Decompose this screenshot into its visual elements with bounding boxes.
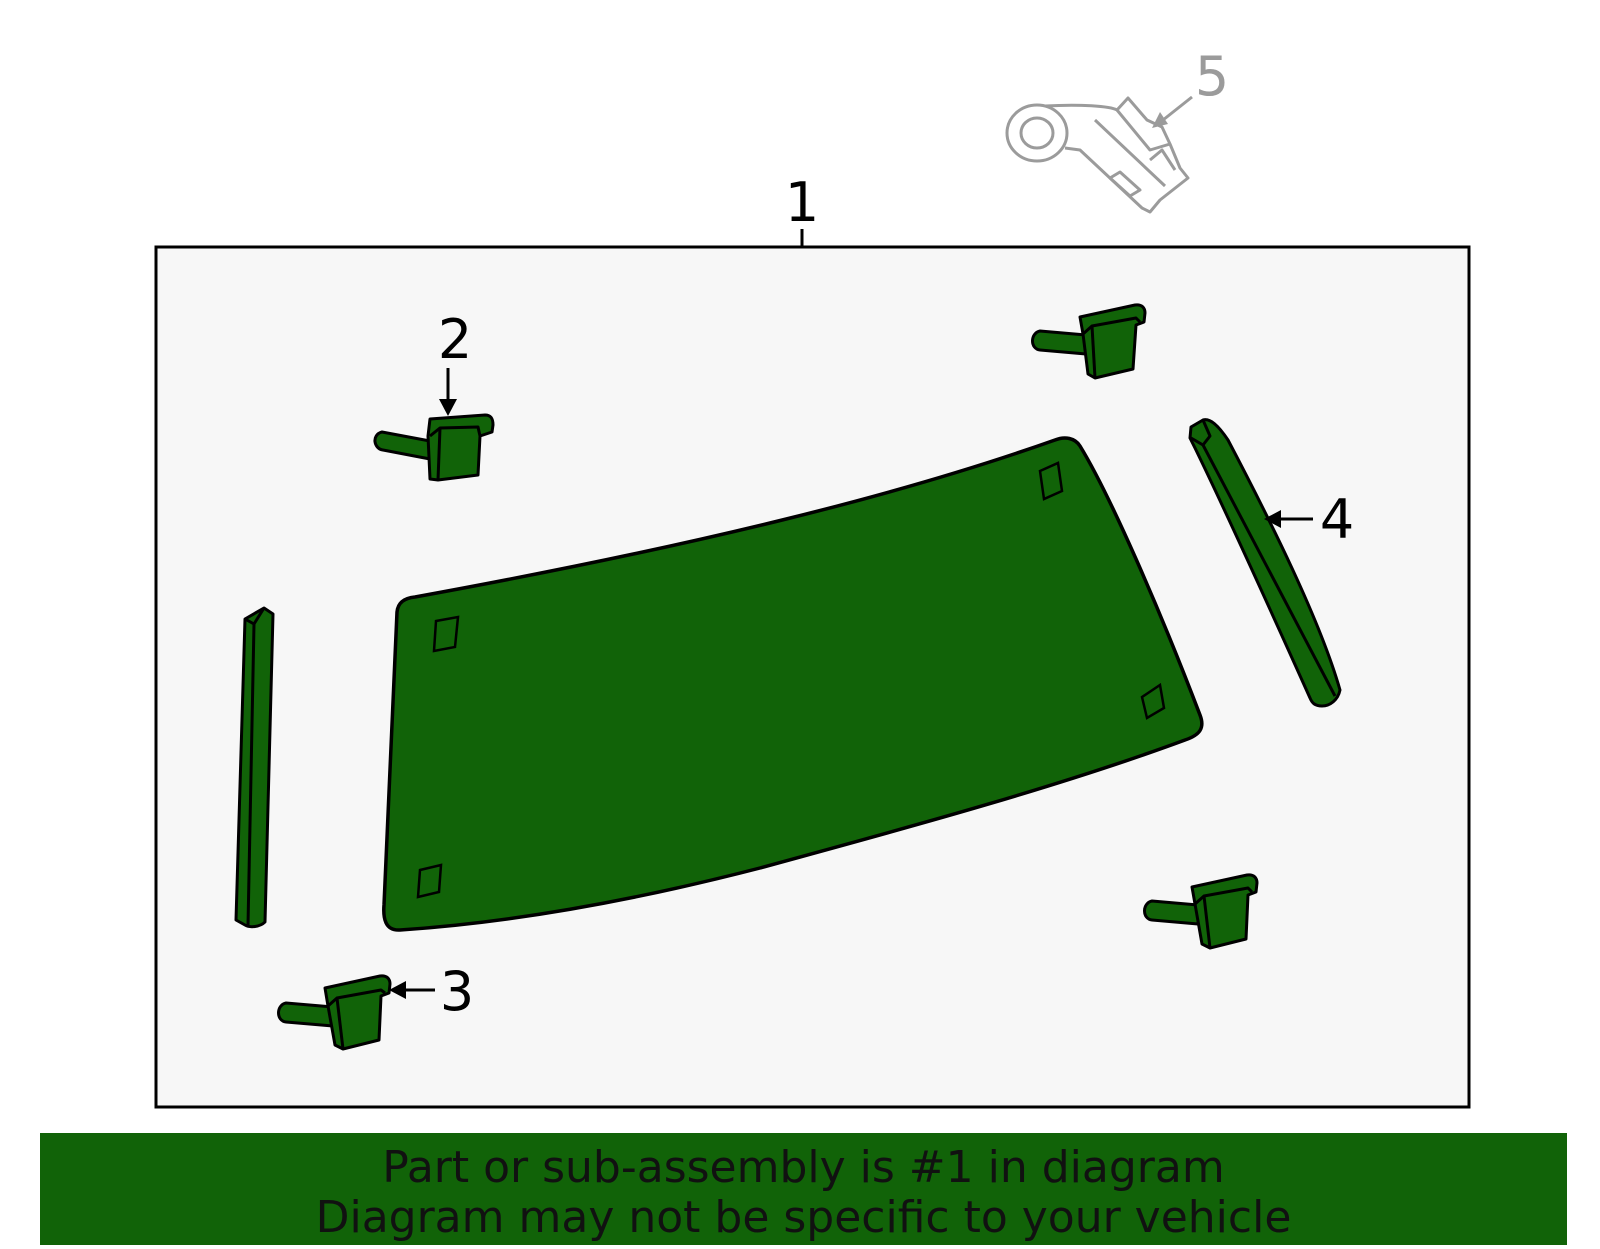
callout-5-label: 5 xyxy=(1195,45,1229,108)
callout-3-label: 3 xyxy=(440,960,474,1023)
mount-bracket-icon xyxy=(1005,96,1190,214)
side-molding-right-icon xyxy=(1188,418,1342,708)
glass-pad-2 xyxy=(1038,461,1064,501)
callout-5-leader xyxy=(1152,95,1193,128)
glass-pad-4 xyxy=(416,863,443,899)
glass-pad-3 xyxy=(1140,682,1166,720)
callout-1-label: 1 xyxy=(785,171,819,234)
callout-4-label: 4 xyxy=(1320,488,1354,551)
info-banner-bg xyxy=(40,1133,1567,1245)
retainer-clip-icon xyxy=(373,413,495,482)
callout-2-label: 2 xyxy=(438,308,472,371)
retainer-clip-icon xyxy=(1031,303,1147,380)
retainer-clip-icon xyxy=(1143,873,1259,950)
callout-2-leader xyxy=(439,368,457,416)
banner-line-1: Part or sub-assembly is #1 in diagram xyxy=(382,1142,1225,1193)
rear-glass-icon xyxy=(382,436,1204,932)
side-molding-left-icon xyxy=(234,606,275,929)
retainer-clip-icon xyxy=(277,974,392,1051)
callout-4-leader xyxy=(1264,510,1313,528)
banner-line-2: Diagram may not be specific to your vehi… xyxy=(315,1192,1292,1243)
glass-pad-1 xyxy=(432,615,460,653)
info-banner: Part or sub-assembly is #1 in diagram Di… xyxy=(40,1133,1567,1245)
callout-3-leader xyxy=(389,981,435,999)
